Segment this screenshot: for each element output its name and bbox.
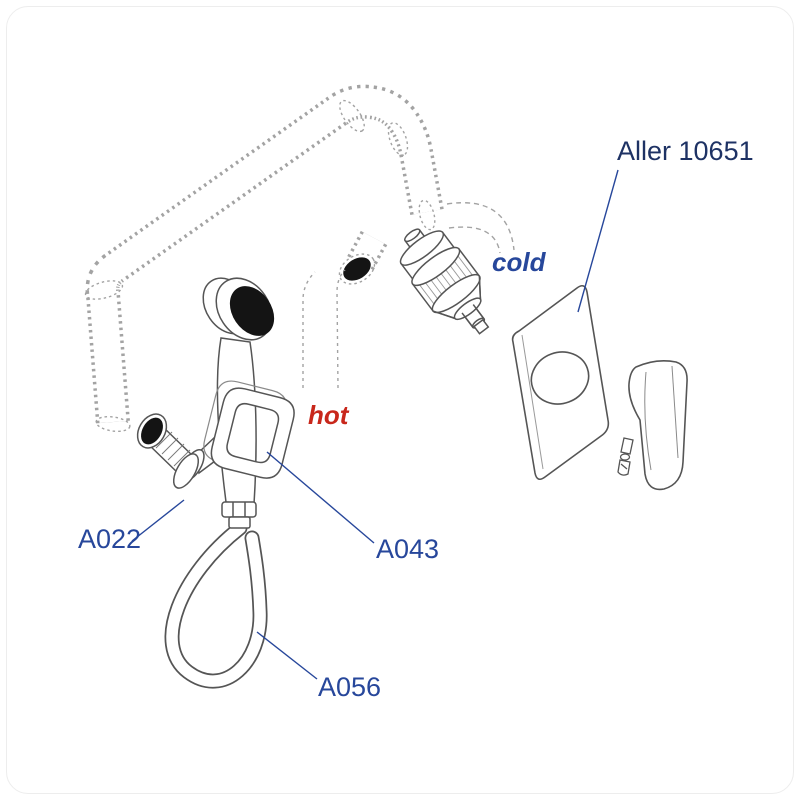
cold-label: cold bbox=[492, 247, 547, 277]
hot-guide-lines bbox=[302, 269, 346, 389]
cartridge-group bbox=[399, 228, 490, 335]
a056-label: A056 bbox=[318, 672, 381, 702]
concealed-pipes-group bbox=[84, 84, 515, 433]
hot-port bbox=[338, 230, 388, 285]
plate-hole bbox=[530, 351, 590, 405]
hot-label: hot bbox=[308, 400, 350, 430]
a043-leader-line bbox=[266, 451, 375, 544]
leader-lines-group bbox=[131, 169, 619, 680]
wall-plate-group bbox=[511, 284, 610, 481]
screw-group bbox=[617, 437, 634, 476]
a022-label: A022 bbox=[78, 524, 141, 554]
a056-leader-line bbox=[256, 631, 318, 680]
spray-head bbox=[202, 277, 275, 341]
shower-hose-group bbox=[164, 520, 268, 689]
handle-group bbox=[628, 360, 688, 491]
cold-guide-arcs bbox=[446, 202, 515, 254]
a022-leader-line bbox=[131, 499, 185, 542]
holder-clamp-group bbox=[203, 380, 295, 479]
model-label: Aller 10651 bbox=[617, 136, 754, 166]
model-leader-line bbox=[577, 169, 619, 313]
wall-mount-group bbox=[136, 413, 220, 489]
a043-label: A043 bbox=[376, 534, 439, 564]
